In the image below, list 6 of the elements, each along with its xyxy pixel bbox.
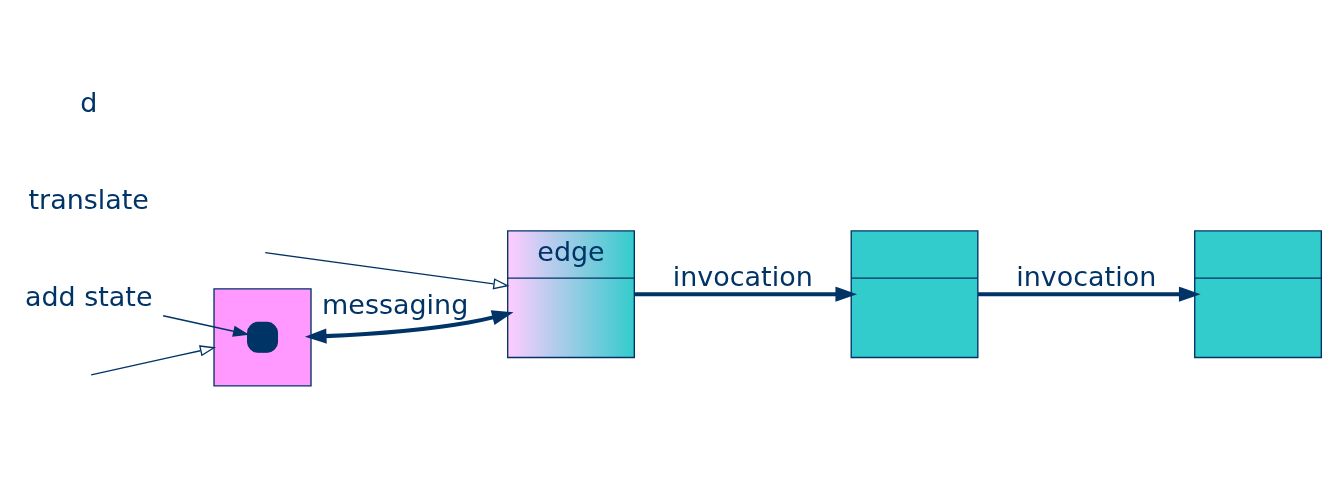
edge-label: invocation (672, 261, 813, 293)
label: translate (28, 184, 149, 216)
node-text: add state (24, 281, 153, 313)
edge-label: messaging (322, 289, 469, 321)
label: d (80, 87, 98, 119)
edge-label: invocation (1016, 261, 1157, 293)
